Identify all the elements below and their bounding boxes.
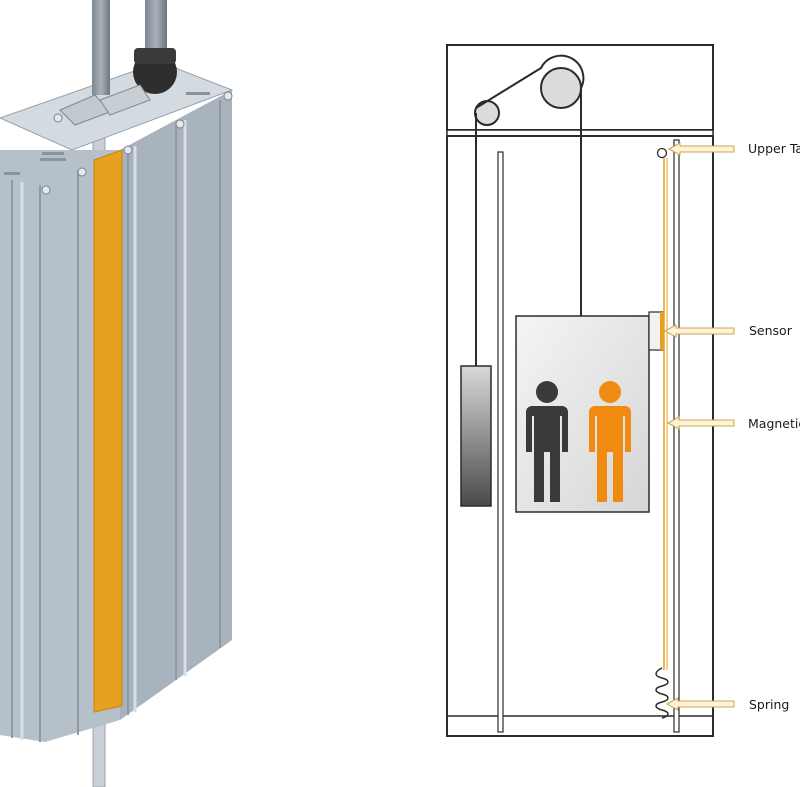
guide-rail-right bbox=[673, 139, 680, 733]
cable bbox=[145, 0, 167, 55]
person-icon bbox=[526, 381, 568, 502]
person-icon bbox=[589, 381, 631, 502]
upper-tape-fixing bbox=[656, 147, 668, 159]
orange-tape-slot bbox=[93, 149, 123, 713]
sensor-housing-illustration bbox=[0, 0, 234, 787]
hoist-rope bbox=[475, 54, 585, 366]
tension-spring bbox=[655, 667, 669, 719]
guide-rail-left bbox=[497, 151, 504, 733]
callout-arrow bbox=[666, 416, 735, 430]
deflector-sheave bbox=[474, 100, 500, 126]
label-spring: Spring bbox=[749, 697, 789, 712]
label-upper-tape: Upper Ta bbox=[748, 141, 800, 156]
callout-arrow bbox=[667, 142, 735, 156]
callout-arrow bbox=[663, 324, 735, 338]
label-sensor: Sensor bbox=[749, 323, 793, 338]
housing-ribs bbox=[11, 100, 221, 742]
counterweight bbox=[460, 365, 492, 507]
callout-arrow bbox=[665, 697, 735, 711]
elevator-shaft-schematic: Upper Ta Sensor Magnetic Spring bbox=[446, 44, 800, 737]
label-magnetic-tape: Magnetic bbox=[748, 416, 800, 431]
housing-front-face bbox=[0, 150, 120, 742]
drive-sheave bbox=[540, 67, 582, 109]
